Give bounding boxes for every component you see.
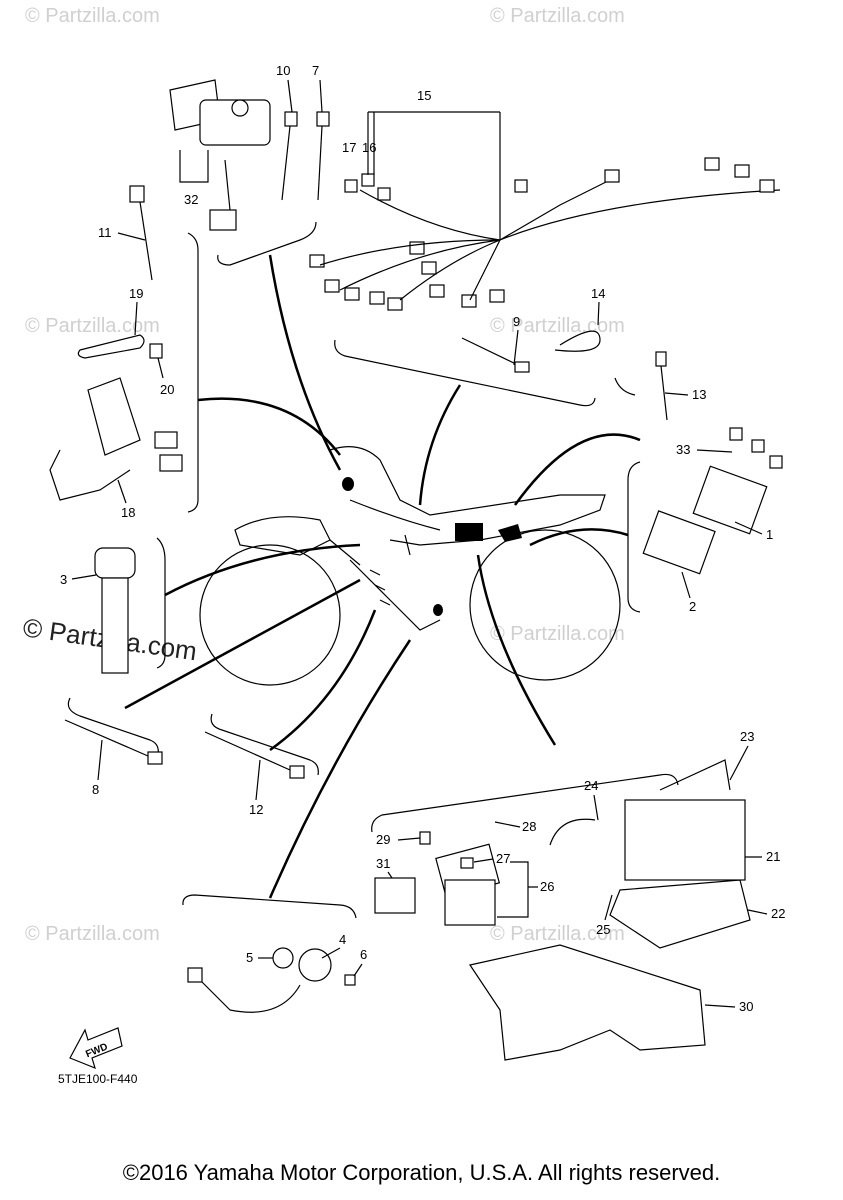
part-3-ignition-coil [94,547,136,674]
label-7: 7 [312,63,319,78]
watermark: © Partzilla.com [25,5,160,27]
part-12-tie [204,731,305,779]
part-26-27-starter-relay [444,857,496,926]
parts: FWD [49,79,783,1070]
watermark: © Partzilla.com [490,315,625,337]
label-5: 5 [246,950,253,965]
group-brackets [67,221,679,919]
label-28: 28 [522,819,536,834]
label-33: 33 [676,442,690,457]
label-3: 3 [60,572,67,587]
motorcycle-outline [199,446,621,686]
part-19-20-clamp [77,334,163,359]
label-32: 32 [184,192,198,207]
label-21: 21 [766,849,780,864]
fwd-arrow-icon: FWD [69,1027,123,1070]
copyright-footer: ©2016 Yamaha Motor Corporation, U.S.A. A… [122,1160,721,1185]
label-12: 12 [249,802,263,817]
label-29: 29 [376,832,390,847]
part-32-unit [169,79,271,231]
label-25: 25 [596,922,610,937]
part-15-harness [309,157,781,311]
label-26: 26 [540,879,554,894]
watermark: © Partzilla.com [25,315,160,337]
label-30: 30 [739,999,753,1014]
watermarks: © Partzilla.com © Partzilla.com © Partzi… [21,5,625,945]
watermark: © Partzilla.com [490,923,625,945]
label-24: 24 [584,778,598,793]
part-10-7-ties [281,111,330,201]
label-20: 20 [160,382,174,397]
label-15: 15 [417,88,431,103]
leader-curves [124,254,641,899]
label-23: 23 [740,729,754,744]
label-6: 6 [360,947,367,962]
part-24-lead [549,818,596,846]
part-13-tie [655,351,668,421]
label-9: 9 [513,314,520,329]
label-14: 14 [591,286,605,301]
watermark: © Partzilla.com [490,5,625,27]
label-8: 8 [92,782,99,797]
part-29-bolt [419,831,431,845]
part-11-tie [129,185,153,281]
label-18: 18 [121,505,135,520]
part-30-battery-case [469,944,706,1061]
label-13: 13 [692,387,706,402]
label-4: 4 [339,932,346,947]
label-2: 2 [689,599,696,614]
label-11: 11 [98,225,112,240]
label-17: 17 [342,140,356,155]
label-16: 16 [362,140,376,155]
part-18-rectifier [49,377,183,501]
label-10: 10 [276,63,290,78]
label-31: 31 [376,856,390,871]
label-19: 19 [129,286,143,301]
part-21-22-23-battery [609,759,751,949]
part-9-tie [461,337,530,373]
label-27: 27 [496,851,510,866]
label-22: 22 [771,906,785,921]
watermark: © Partzilla.com [490,623,625,645]
label-1: 1 [766,527,773,542]
part-14-lead [554,330,601,352]
part-31-connector [374,877,416,914]
part-8-tie [64,719,163,765]
watermark: © Partzilla.com [25,923,160,945]
part-labels: 10 7 15 17 16 32 11 19 20 14 9 13 33 18 … [58,63,785,1086]
part-1-2-33-unit [642,427,783,575]
diagram-code: 5TJE100-F440 [58,1072,138,1086]
